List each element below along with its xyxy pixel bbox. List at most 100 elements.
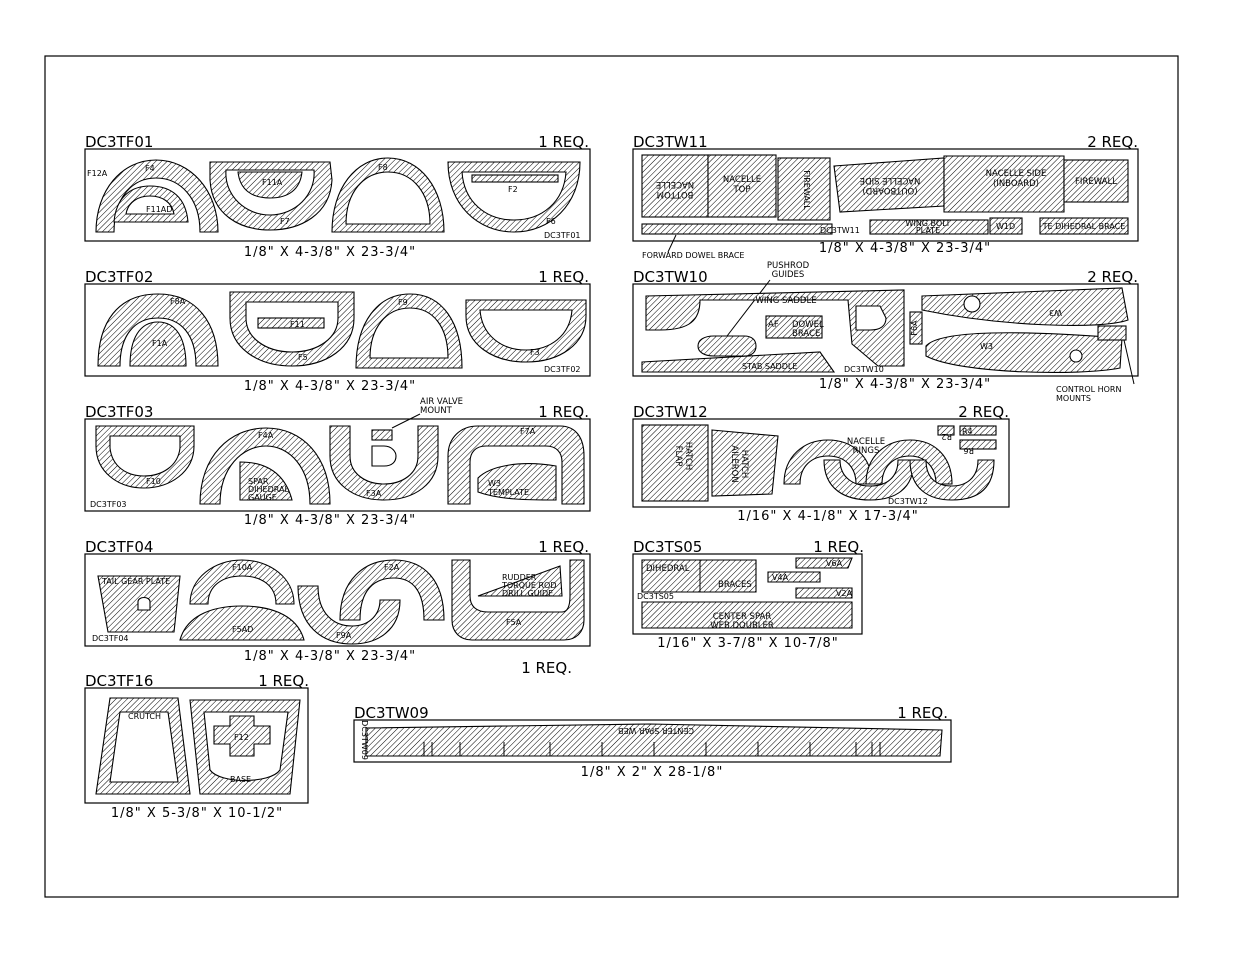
sheet-title: DC3TS05 [633,538,702,556]
label-rudder: RUDDER [502,573,537,582]
sheet-outline [84,687,309,804]
part-f8a [97,293,219,367]
label-r4: R4 [962,427,973,436]
label-f11ad: F11AD [146,205,172,214]
label-dowel-1: DOWEL [792,320,824,330]
required-count: 2 REQ. [1087,268,1138,286]
label-rings-2: RINGS [853,446,880,456]
label-w3-lower: W3 [980,342,993,351]
sheet-title: DC3TF01 [85,133,153,151]
sheet-title: DC3TW11 [633,133,708,151]
sheet-title: DC3TF04 [85,538,153,556]
part-r6 [959,439,997,450]
sheet-dc3tw10: DC3TW10 2 REQ. PUSHROD GUIDES WING SADDL… [632,261,1139,403]
required-count: 1 REQ. [538,268,589,286]
label-af: AF [768,320,779,330]
label-web-doubler: WEB DOUBLER [710,621,774,631]
label-f6a: F6A [910,320,919,336]
label-template: TEMPLATE [487,488,529,497]
sheet-dc3tw09: DC3TW09 1 REQ. CENTER SPAR WEB DC3TW09 1… [353,704,952,780]
part-wing-bolt-plate [869,219,989,235]
stock-dimension: 1/8" X 4-3/8" X 23-3/4" [819,377,991,392]
required-count: 1 REQ. [813,538,864,556]
drawing-border [44,55,1179,898]
part-dihedral-braces [641,559,757,593]
stock-dimension: 1/8" X 4-3/8" X 23-3/4" [244,513,416,528]
sheet-tag: DC3TW10 [844,365,884,374]
label-f3: F3 [530,348,540,357]
sheet-title: DC3TF16 [85,672,153,690]
part-stab-saddle [641,351,836,373]
part-firewall [1063,159,1129,203]
label-dihedral: DIHEDRAL [646,564,690,574]
sheet-tag: DC3TF04 [92,634,129,643]
label-f12: F12 [234,733,249,742]
label-f9: F9 [398,298,408,307]
part-f11 [257,317,325,329]
label-v4a: V4A [772,573,789,582]
label-f1a: F1A [152,339,168,348]
part-nacelle-side-inboard [943,155,1065,213]
label-braces: BRACES [718,580,752,590]
sheet-tag: DC3TF02 [544,365,581,374]
part-f2a [339,559,445,621]
label-dihedral: DIHEDRAL [248,485,289,494]
part-flap-hatch [641,424,709,502]
part-f2 [471,174,559,183]
label-f12a: F12A [87,169,108,178]
label-torque-rod: TORQUE ROD [501,581,557,590]
part-v4a [767,571,821,583]
label-center-spar: CENTER SPAR [713,612,772,622]
required-count: 1 REQ. [538,403,589,421]
label-f7a: F7A [520,427,536,436]
label-flap-1: FLAP [673,446,683,467]
required-count: 1 REQ. [897,704,948,722]
part-f7a [447,425,585,505]
sheet-outline [353,719,952,763]
sheet-dc3tf04: DC3TF04 1 REQ. TAIL GEAR PLATE F10A F5AD… [84,538,591,677]
stock-dimension: 1/8" X 2" X 28-1/8" [581,765,724,780]
stock-dimension: 1/16" X 4-1/8" X 17-3/4" [737,509,919,524]
part-r2 [937,425,955,436]
part-v2a [795,587,853,599]
part-nacelle-ring-3 [865,439,953,485]
sheet-dc3tf01: DC3TF01 1 REQ. F12A F4 F11AD F11A F7 F8 … [84,133,591,260]
stock-dimension: 1/8" X 4-3/8" X 23-3/4" [819,241,991,256]
sheet-outline [84,418,591,512]
label-f9a: F9A [336,631,352,640]
label-f6: F6 [546,217,556,226]
label-f2a: F2A [384,563,400,572]
part-te-dihedral-brace [1039,217,1129,235]
sheet-tag: DC3TW11 [820,226,860,235]
label-nacelle-bottom-2: BOTTOM [657,189,694,199]
part-f3a [329,425,439,501]
part-f6a [909,311,923,345]
part-f1a [129,321,187,367]
label-f2: F2 [508,185,518,194]
sheet-dc3tf03: DC3TF03 1 REQ. AIR VALVE MOUNT F10 F4A S… [84,397,591,528]
label-v2a: V2A [836,589,853,598]
label-nacelle-bottom-1: NACELLE [656,179,694,189]
label-f11: F11 [290,320,305,329]
sheet-tag: DC3TF01 [544,231,581,240]
sheet-outline [632,553,863,635]
part-f5a [451,559,585,641]
label-pushrod-2: GUIDES [772,270,805,280]
label-aileron-1: AILERON [729,445,739,482]
part-forward-dowel-brace [641,223,833,235]
label-base: BASE [230,775,251,784]
part-nacelle-ring-4 [909,459,995,501]
label-f3a: F3A [366,489,382,498]
part-f12 [213,715,271,757]
label-v6a: V6A [826,559,843,568]
part-v6a [795,557,853,569]
label-tail-gear: TAIL GEAR PLATE [101,577,170,586]
label-w3: W3 [488,479,501,488]
sheet-title: DC3TF03 [85,403,153,421]
part-f4a [199,427,331,505]
sheet-tag: DC3TW12 [888,497,928,506]
sheet-outline [632,148,1139,242]
sheet-tag: DC3TF03 [90,500,127,509]
label-flap-2: HATCH [683,442,693,471]
